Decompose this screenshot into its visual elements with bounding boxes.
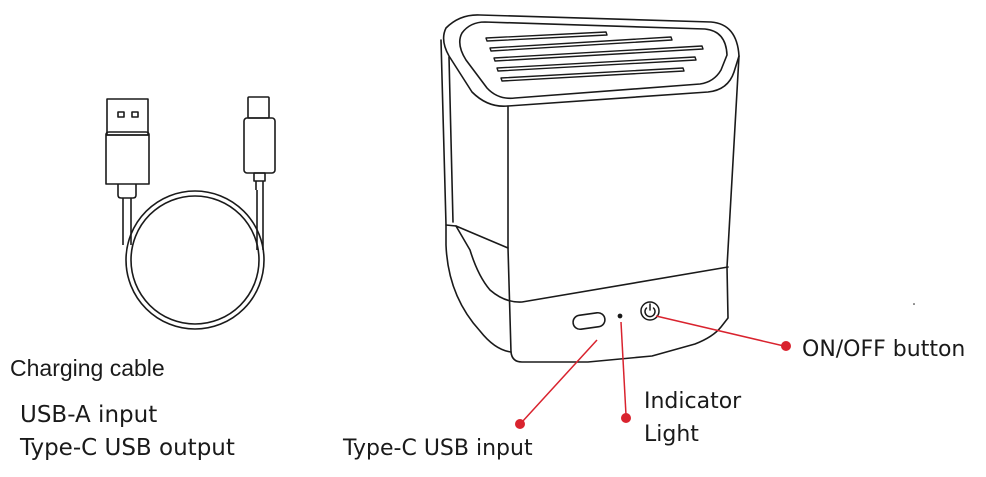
callout-lines	[515, 315, 791, 429]
speaker-grille	[485, 31, 704, 82]
type-c-output-label: Type-C USB output	[20, 435, 235, 461]
stray-mark	[913, 303, 915, 305]
on-off-button-label: ON/OFF button	[802, 337, 966, 362]
power-button[interactable]	[640, 301, 660, 321]
power-icon	[644, 303, 656, 318]
indicator-label-line2: Light	[644, 422, 699, 447]
speaker-base-band	[455, 225, 729, 303]
cable-wire	[122, 190, 265, 330]
type-c-usb-port[interactable]	[572, 311, 606, 331]
usb-a-plug	[105, 98, 150, 199]
speaker-illustration	[440, 14, 740, 363]
usb-a-input-label: USB-A input	[20, 402, 158, 428]
charging-cable-title: Charging cable	[10, 355, 165, 381]
type-c-plug	[243, 96, 276, 190]
indicator-light	[617, 313, 623, 319]
type-c-input-label: Type-C USB input	[343, 436, 533, 461]
charging-cable-illustration	[105, 96, 276, 330]
indicator-label-line1: Indicator	[644, 389, 742, 414]
speaker-top-face	[442, 14, 740, 108]
